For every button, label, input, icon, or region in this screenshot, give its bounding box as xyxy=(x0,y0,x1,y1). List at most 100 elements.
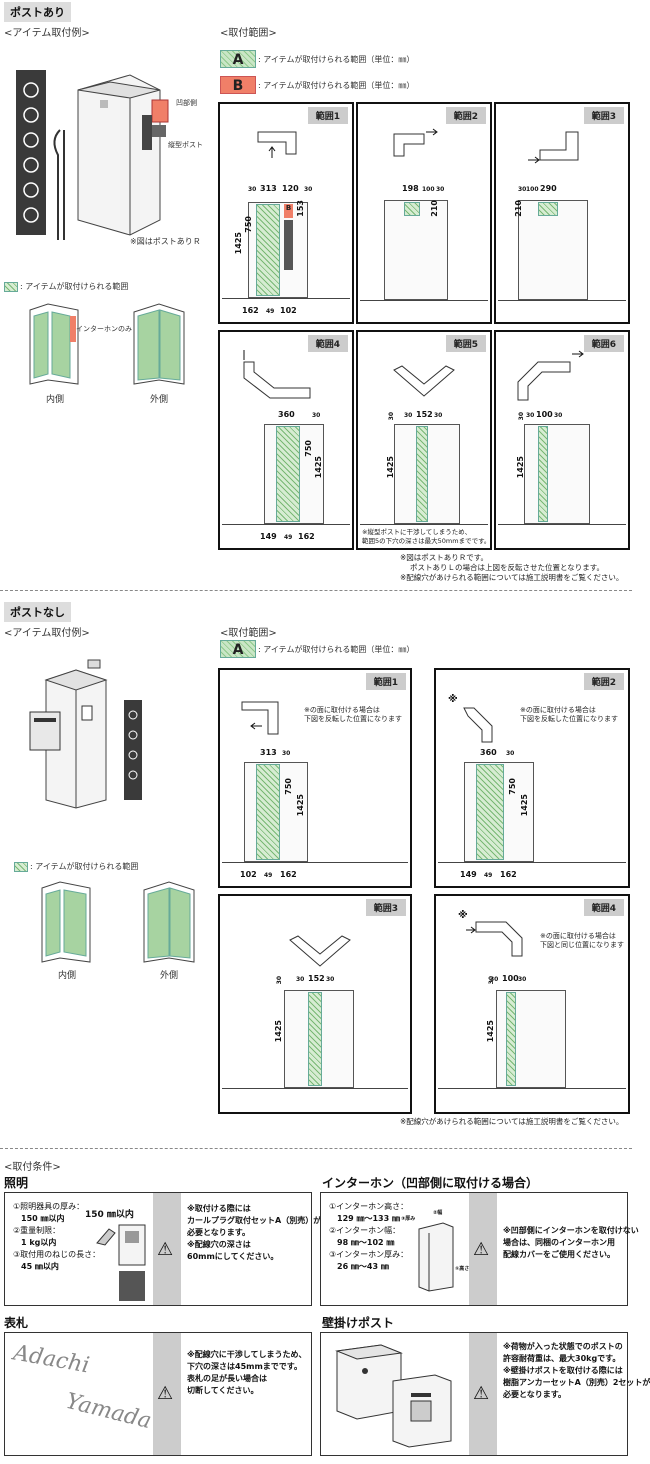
warning-line: ※凹部側にインターホンを取付けない xyxy=(503,1226,639,1235)
interphone-card: ①インターホン高さ： 129 ㎜～133 ㎜ ②インターホン幅： 98 ㎜～10… xyxy=(320,1192,639,1306)
dim-30-l: 30 xyxy=(526,412,535,419)
warning-line: ※配線穴の深さは xyxy=(187,1240,251,1249)
dim-198: 198 xyxy=(402,184,419,193)
outer-label: 外側 xyxy=(150,395,169,405)
warning-band xyxy=(153,1193,181,1305)
panel-note: ※の面に取付ける場合は 下図を反転した位置になります xyxy=(520,706,618,725)
legend-a-box: A xyxy=(220,50,256,68)
fig-label-width: ②幅 xyxy=(433,1210,443,1216)
dim-290: 290 xyxy=(540,184,557,193)
dim-152: 152 xyxy=(416,410,433,419)
panel-title: 範囲3 xyxy=(365,899,406,916)
spec-value: 45 ㎜以内 xyxy=(21,1262,59,1271)
nameplate-warning: ※配線穴に干渉してしまうため、 下穴の深さは45mmまでです。 表札の足が長い場… xyxy=(187,1349,307,1397)
spec-line: ②重量制限： xyxy=(13,1226,61,1235)
dim-height-750: 750 xyxy=(244,216,253,233)
dim-49: 49 xyxy=(264,872,273,879)
spec-line: ③インターホン厚み： xyxy=(329,1250,409,1259)
dim-margin: 30 xyxy=(248,186,257,193)
inner-label: 内側 xyxy=(58,971,77,981)
dim-30: 30 xyxy=(312,412,321,419)
footnote-3: ※配線穴があけられる範囲については施工説明書をご覧ください。 xyxy=(400,573,624,582)
mounting-area xyxy=(538,202,558,216)
range-panel-5: 範囲5 30 152 30 1425 30 ※縦型ポストに干渉してしまうため、 … xyxy=(356,330,492,550)
ground-line xyxy=(222,862,408,863)
warning-triangle-icon: ⚠ xyxy=(157,1239,174,1260)
interphone-warning: ※凹部側にインターホンを取付けない 場合は、同梱のインターホン用 配線カバーをご… xyxy=(503,1225,639,1261)
range-panel-6: 範囲6 30 100 30 1425 30 xyxy=(494,330,630,550)
ground-line xyxy=(222,298,350,299)
ground-line xyxy=(438,862,626,863)
dim-30-l: 30 xyxy=(296,976,305,983)
footnote: ※配線穴があけられる範囲については施工説明書をご覧ください。 xyxy=(400,1117,624,1126)
warning-line: 樹脂アンカーセットA（別売）2セットが xyxy=(503,1378,650,1387)
dim-162: 162 xyxy=(242,306,259,315)
dim-height-1425: 1425 xyxy=(234,232,243,255)
example-heading: <アイテム取付例> xyxy=(4,628,90,639)
dim-149: 149 xyxy=(460,870,477,879)
panel-title: 範囲4 xyxy=(583,899,624,916)
warning-triangle-icon: ⚠ xyxy=(473,1383,490,1404)
dim-30-r: 30 xyxy=(434,412,443,419)
ground-line xyxy=(360,300,488,301)
warning-line: 表札の足が長い場合は xyxy=(187,1374,267,1383)
dim-210: 210 xyxy=(430,200,439,217)
mounting-area xyxy=(404,202,420,216)
dim-30-v: 30 xyxy=(388,412,395,421)
inner-pillar-figure xyxy=(29,303,79,385)
dim-1425: 1425 xyxy=(274,1020,283,1043)
dim-210: 210 xyxy=(514,200,523,217)
fig-label-depth: ③厚み xyxy=(401,1216,416,1222)
range-heading: <取付範囲> xyxy=(220,628,277,639)
nameplate-script-1: Adachi xyxy=(11,1340,92,1379)
conditions-heading: <取付条件> xyxy=(4,1162,61,1173)
pillar-top-view xyxy=(393,365,455,397)
panel-note: ※の面に取付ける場合は 下図と同じ位置になります xyxy=(540,932,624,951)
warning-triangle-icon: ⚠ xyxy=(157,1383,174,1404)
outer-pillar-figure xyxy=(133,303,185,385)
mounting-area xyxy=(476,764,504,860)
inner-pillar-figure xyxy=(41,881,91,963)
fig-label-height: ①高さ xyxy=(455,1266,470,1272)
pillar-top-view xyxy=(463,707,493,743)
nameplate-title: 表札 xyxy=(4,1316,29,1330)
example-heading: <アイテム取付例> xyxy=(4,28,90,39)
section-tag-post-nashi: ポストなし xyxy=(4,602,71,622)
panel-title: 範囲1 xyxy=(307,107,348,124)
dim-width: 313 xyxy=(260,184,277,193)
spec-value: 98 ㎜～102 ㎜ xyxy=(337,1238,395,1247)
panel-title: 範囲2 xyxy=(445,107,486,124)
dim-102: 102 xyxy=(240,870,257,879)
legend-swatch xyxy=(4,282,18,292)
pillar-top-view xyxy=(466,921,523,957)
dim-750: 750 xyxy=(508,778,517,795)
mounting-area xyxy=(276,426,300,522)
note-text: ※の面に取付ける場合は 下図を反転した位置になります xyxy=(304,706,402,724)
pillar-top-view xyxy=(289,935,351,967)
dim-30-v: 30 xyxy=(488,976,495,985)
callout-recess: 凹部側 xyxy=(176,99,197,107)
pillar-top-view xyxy=(243,350,311,399)
mounting-area xyxy=(416,426,428,522)
mounting-area xyxy=(256,764,280,860)
warning-line: 下穴の深さは45mmまでです。 xyxy=(187,1362,303,1371)
panel5-note: ※縦型ポストに干渉してしまうため、 範囲5の下穴の深さは最大50mmまでです。 xyxy=(362,528,490,546)
spec-value: 1 kg以内 xyxy=(21,1238,57,1247)
dim-100: 100 xyxy=(536,410,553,419)
warning-line: ※壁掛けポストを取付ける際には xyxy=(503,1366,623,1375)
dim-30-l: 30 xyxy=(490,976,499,983)
note-text: ※縦型ポストに干渉してしまうため、 範囲5の下穴の深さは最大50mmまでです。 xyxy=(362,528,491,545)
lighting-figure xyxy=(96,1224,146,1301)
dim-360: 360 xyxy=(278,410,295,419)
wallpost-warning: ※荷物が入った状態でのポストの 許容耐荷重は、最大30kgです。 ※壁掛けポスト… xyxy=(503,1341,650,1401)
panel-title: 範囲3 xyxy=(583,107,624,124)
dim-30-r: 30 xyxy=(554,412,563,419)
warning-line: 切断してください。 xyxy=(187,1386,259,1395)
range-panel-1: 範囲1 ※の面に取付ける場合は 下図を反転した位置になります 313 30 75… xyxy=(218,668,412,888)
section-tag-post-ari: ポストあり xyxy=(4,2,71,22)
ground-line xyxy=(222,1088,408,1089)
wallpost-title: 壁掛けポスト xyxy=(322,1316,395,1330)
dim-162: 162 xyxy=(500,870,517,879)
spec-value: 129 ㎜～133 ㎜ xyxy=(337,1214,400,1223)
range-panel-4: 範囲4 ※ ※の面に取付ける場合は 下図と同じ位置になります 30 100 30… xyxy=(434,894,630,1114)
